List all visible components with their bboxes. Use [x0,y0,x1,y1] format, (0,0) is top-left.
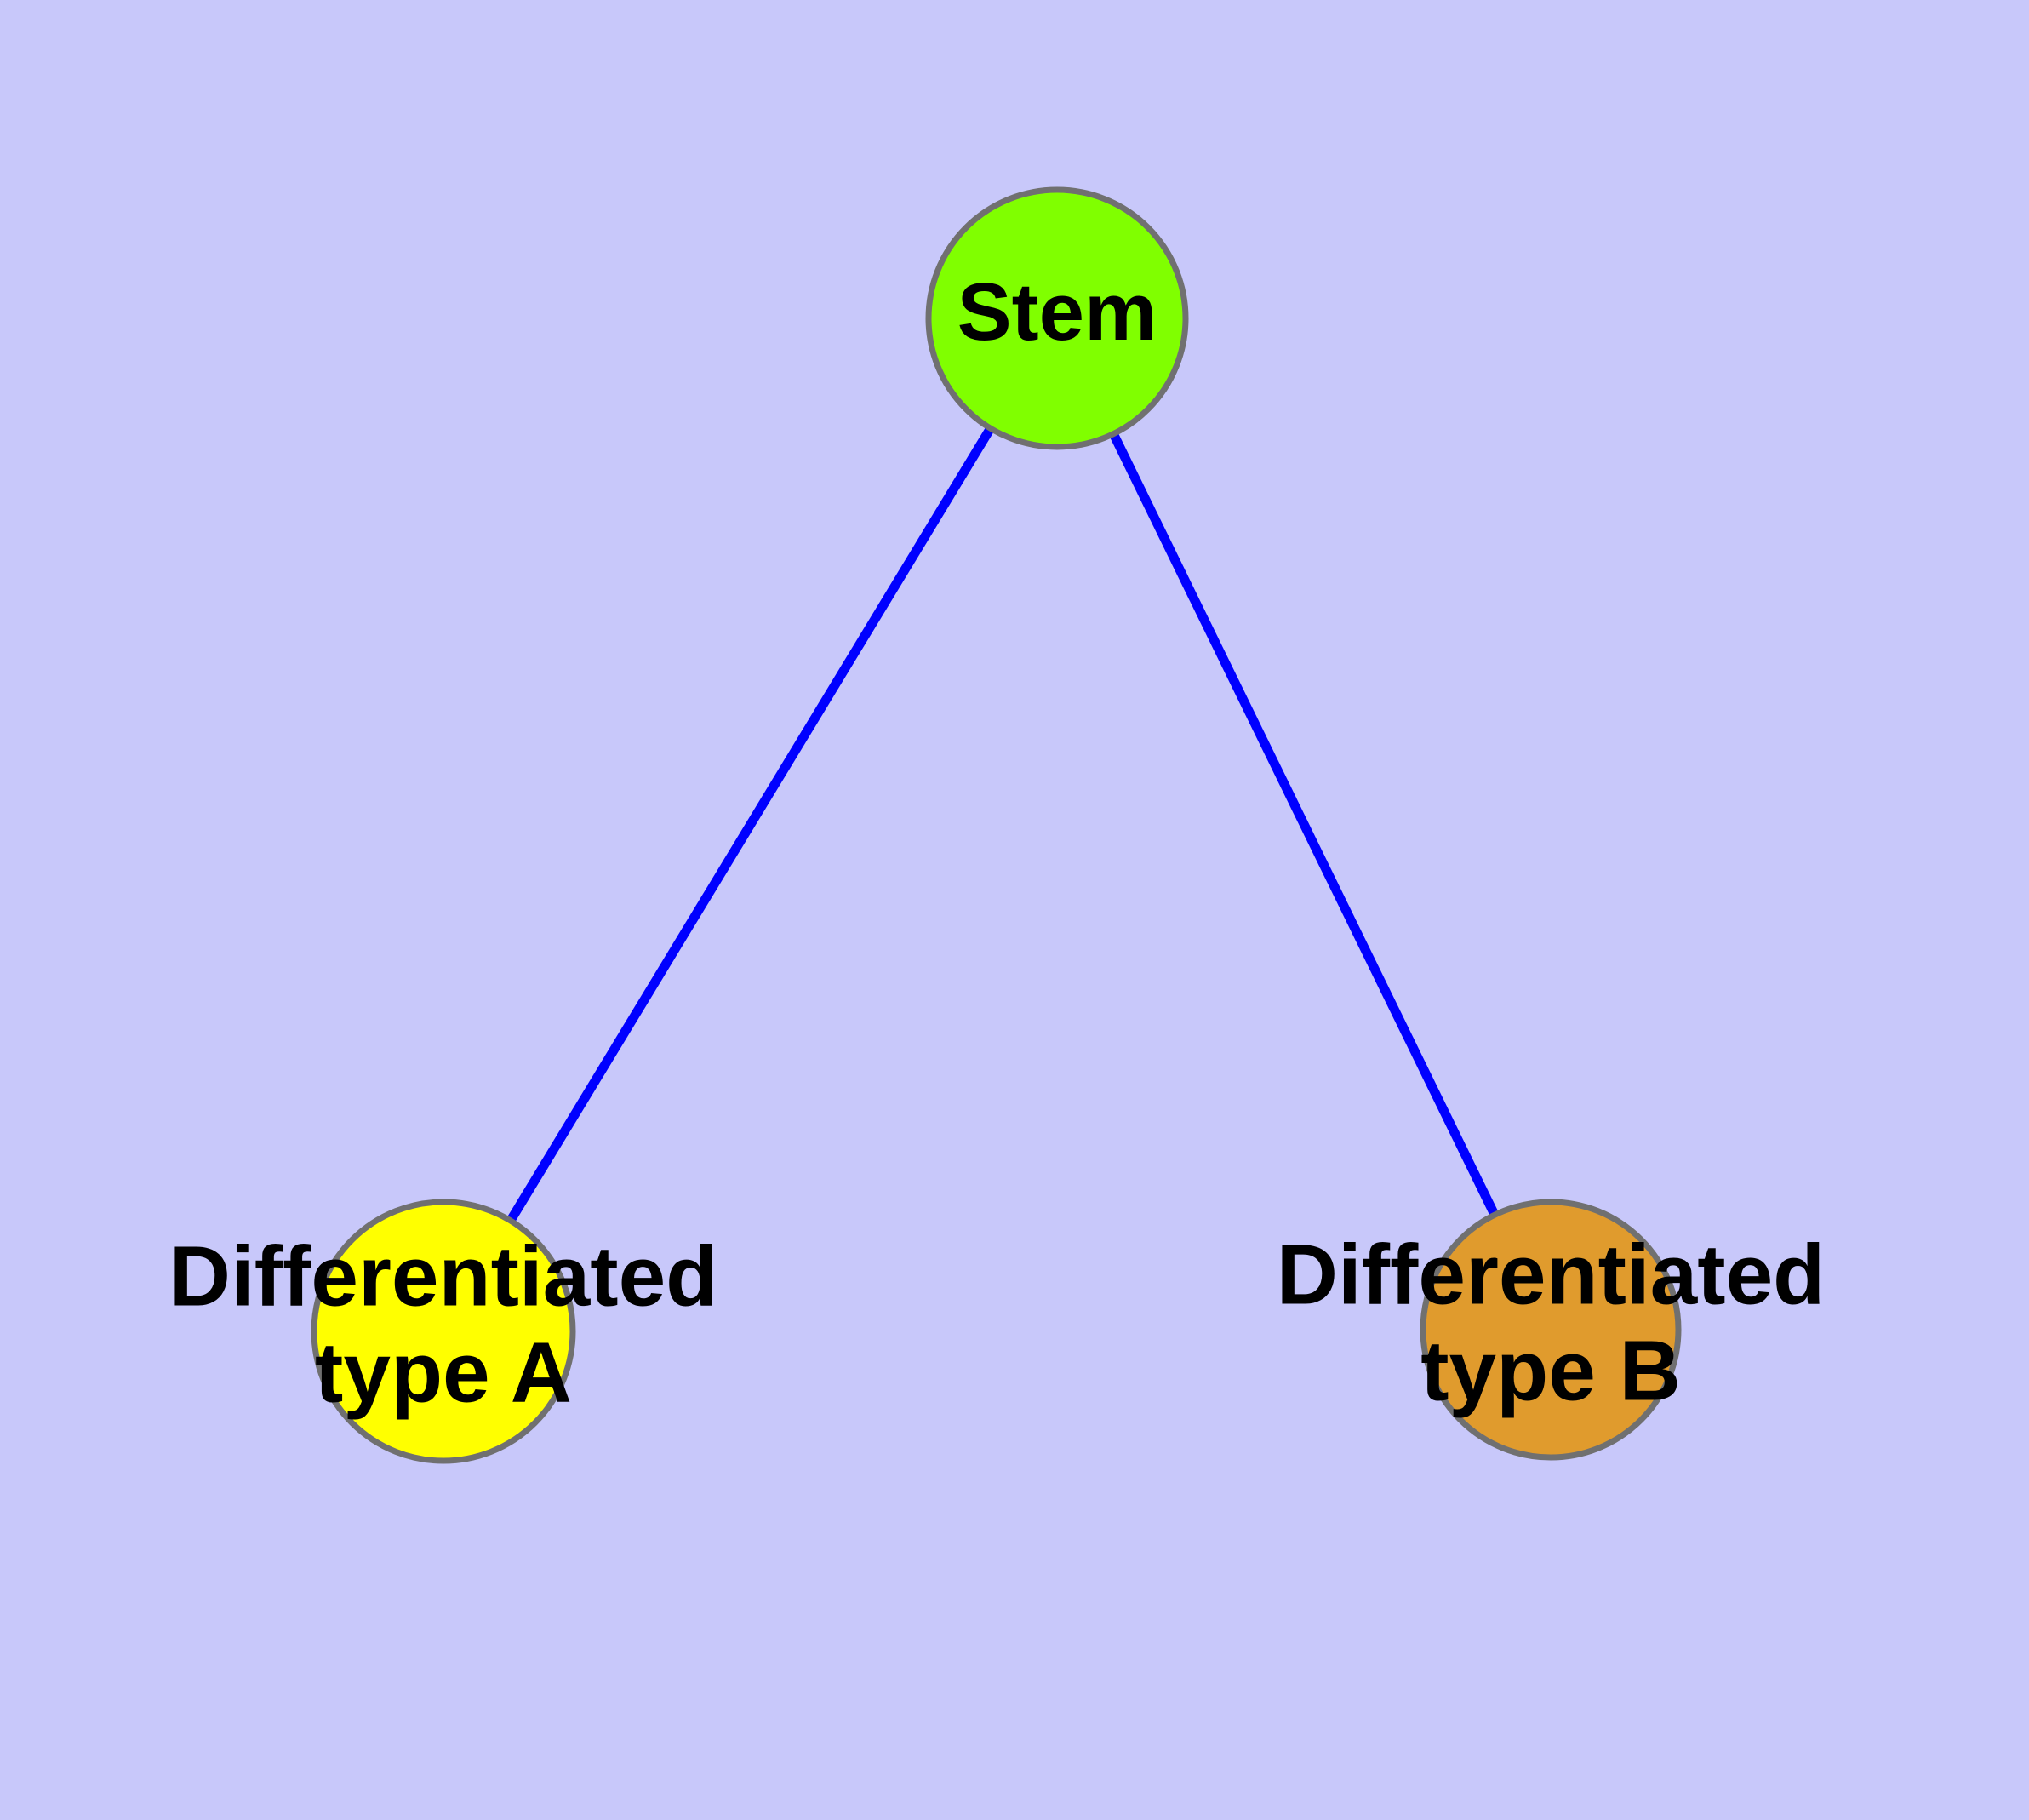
edges-layer [439,316,1555,1334]
node-label-line: type B [1420,1324,1681,1419]
node-label-line: Differentiated [1277,1228,1826,1323]
node-label-line: Differentiated [169,1229,718,1325]
graph-node-diff_b[interactable] [1420,1199,1682,1461]
graph-edge[interactable] [1053,316,1555,1332]
node-label-line: type A [315,1325,572,1421]
nodes-layer [311,186,1682,1464]
node-label-stem: Stem [957,266,1157,358]
node-label-line: Stem [957,266,1157,358]
graph-node-stem[interactable] [925,186,1189,450]
graph-edge[interactable] [439,316,1061,1334]
graph-node-diff_a[interactable] [311,1199,576,1464]
